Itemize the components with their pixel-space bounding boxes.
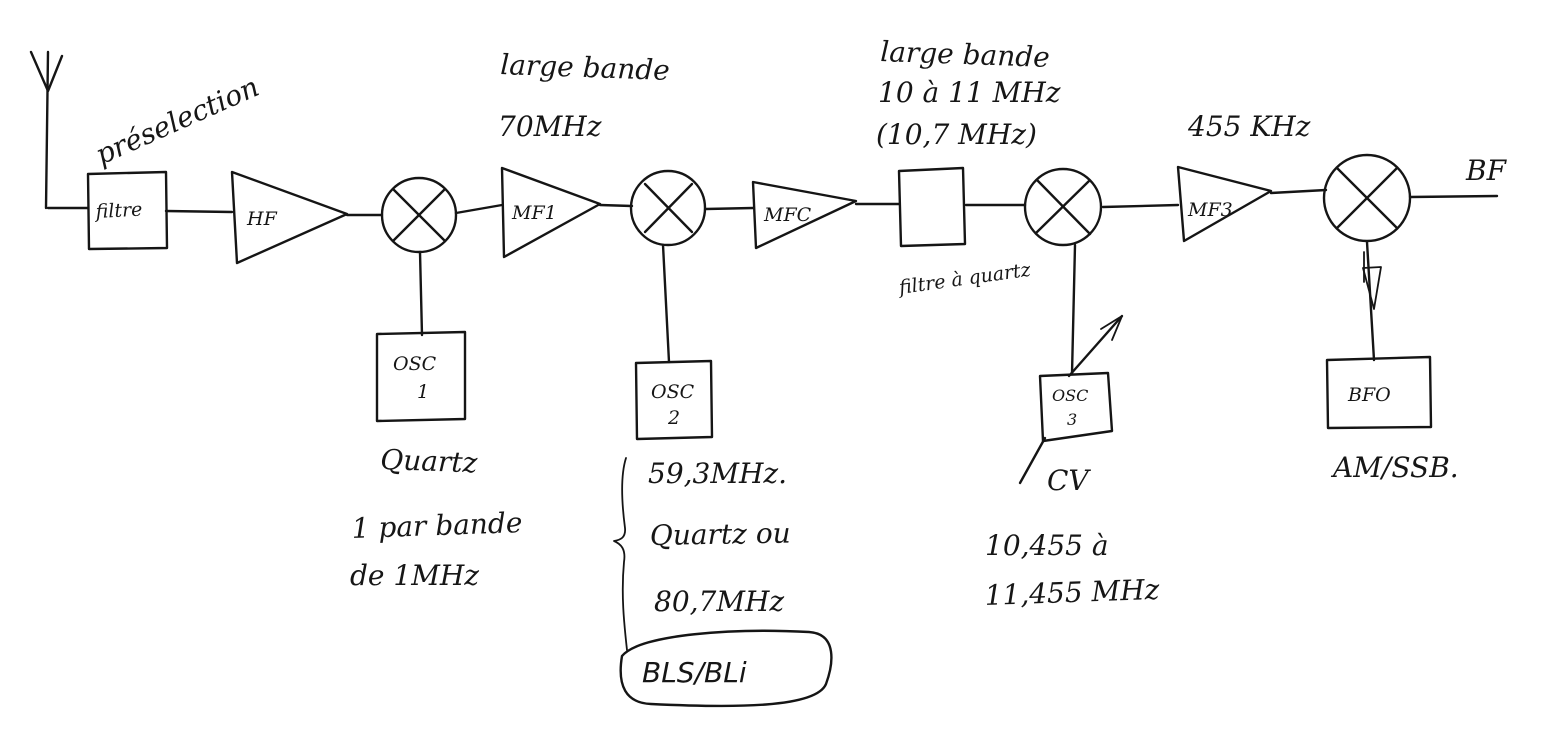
osc3-label-bottom: 3 xyxy=(1067,410,1077,429)
frequency-59-3mhz-label: 59,3MHz. xyxy=(648,457,787,490)
mfc-label: MFC xyxy=(763,204,812,226)
bfo-label: BFO xyxy=(1347,384,1391,406)
osc2-label-top: OSC xyxy=(651,381,695,403)
sideband-selector: BLS/BLi xyxy=(619,629,833,708)
oscillator-2: OSC 2 xyxy=(634,359,714,441)
am-ssb-label: AM/SSB. xyxy=(1330,451,1459,484)
antenna xyxy=(29,50,90,210)
wide-band-label-1: large bande xyxy=(500,48,671,87)
range-10-455-label: 10,455 à xyxy=(985,529,1109,562)
oscillator-3: OSC 3 xyxy=(1018,314,1124,485)
frequency-10-7mhz-label: (10,7 MHz) xyxy=(876,118,1037,151)
bfo: BFO xyxy=(1325,355,1433,430)
preselection-label: préselection xyxy=(90,70,263,171)
one-per-band-label: 1 par bande xyxy=(351,506,523,545)
quartz-label-1: Quartz xyxy=(380,443,478,479)
mf1-amplifier: MF1 xyxy=(500,166,602,259)
osc1-label-bottom: 1 xyxy=(417,381,429,403)
oscillator-1: OSC 1 xyxy=(375,330,467,423)
mixer-2 xyxy=(629,169,707,364)
crystal-filter: filtre à quartz xyxy=(896,166,1033,300)
range-11-455mhz-label: 11,455 MHz xyxy=(984,573,1160,612)
mixer-4 xyxy=(1322,153,1412,362)
mf1-label: MF1 xyxy=(511,202,557,224)
crystal-filter-label: filtre à quartz xyxy=(896,259,1033,300)
frequency-455khz-label: 455 KHz xyxy=(1187,110,1311,143)
of-1mhz-label: de 1MHz xyxy=(350,559,479,592)
preselection-filter: filtre xyxy=(86,170,169,251)
mf3-label: MF3 xyxy=(1187,199,1233,221)
filter-label: filtre xyxy=(93,199,143,224)
oscillator-2-brace xyxy=(613,457,628,651)
range-10-11mhz-label: 10 à 11 MHz xyxy=(878,76,1061,109)
wide-band-label-2: large bande xyxy=(880,35,1051,74)
frequency-80-7mhz-label: 80,7MHz xyxy=(654,585,784,618)
quartz-or-label: Quartz ou xyxy=(650,517,791,552)
sideband-selector-label: BLS/BLi xyxy=(642,656,747,689)
osc2-label-bottom: 2 xyxy=(667,407,680,429)
mfc-amplifier: MFC xyxy=(751,180,858,250)
hf-label: HF xyxy=(246,208,278,230)
mf3-amplifier: MF3 xyxy=(1176,165,1273,243)
cv-label: CV xyxy=(1047,464,1091,497)
signal-chain-wires xyxy=(164,188,1499,217)
osc1-label-top: OSC xyxy=(393,353,437,375)
mixer-3 xyxy=(1023,167,1103,376)
output-label: BF xyxy=(1465,154,1508,187)
hf-amplifier: HF xyxy=(230,170,349,265)
mixer-1 xyxy=(380,176,458,337)
frequency-70mhz-label: 70MHz xyxy=(498,110,602,143)
osc3-label-top: OSC xyxy=(1052,386,1088,405)
